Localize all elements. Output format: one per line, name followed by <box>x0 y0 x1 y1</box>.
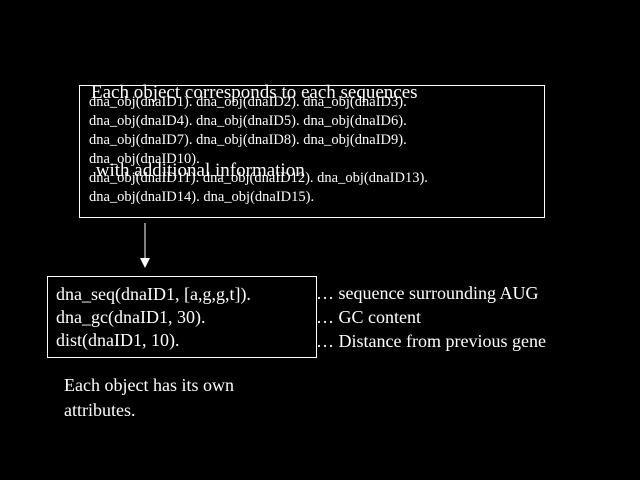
note-line: … GC content <box>316 307 421 327</box>
attributes-box: dna_seq(dnaID1, [a,g,g,t]). dna_gc(dnaID… <box>47 276 317 358</box>
objects-line: dna_obj(dnaID10). <box>89 151 200 167</box>
objects-line: dna_obj(dnaID11). dna_obj(dnaID12). dna_… <box>89 170 428 186</box>
caption-line-2: attributes. <box>64 400 136 420</box>
caption: Each object has its own attributes. <box>64 373 234 423</box>
caption-line-1: Each object has its own <box>64 375 234 395</box>
arrow-head <box>140 258 150 268</box>
attribute-line: dist(dnaID1, 10). <box>56 330 180 350</box>
objects-line: dna_obj(dnaID1). dna_obj(dnaID2). dna_ob… <box>89 94 407 110</box>
slide-heading: Each object corresponds to each sequence… <box>91 28 418 236</box>
attribute-line: dna_gc(dnaID1, 30). <box>56 307 206 327</box>
heading-line-1: Each object corresponds to each sequence… <box>91 82 418 103</box>
attribute-line: dna_seq(dnaID1, [a,g,g,t]). <box>56 284 251 304</box>
objects-box: dna_obj(dnaID1). dna_obj(dnaID2). dna_ob… <box>79 85 545 218</box>
attribute-notes: … sequence surrounding AUG … GC content … <box>316 281 546 353</box>
down-arrow-icon <box>140 223 150 268</box>
note-line: … sequence surrounding AUG <box>316 283 539 303</box>
objects-line: dna_obj(dnaID4). dna_obj(dnaID5). dna_ob… <box>89 113 407 129</box>
note-line: … Distance from previous gene <box>316 331 546 351</box>
objects-line: dna_obj(dnaID7). dna_obj(dnaID8). dna_ob… <box>89 132 407 148</box>
heading-line-2: with additional information <box>91 160 305 181</box>
objects-line: dna_obj(dnaID14). dna_obj(dnaID15). <box>89 189 315 205</box>
